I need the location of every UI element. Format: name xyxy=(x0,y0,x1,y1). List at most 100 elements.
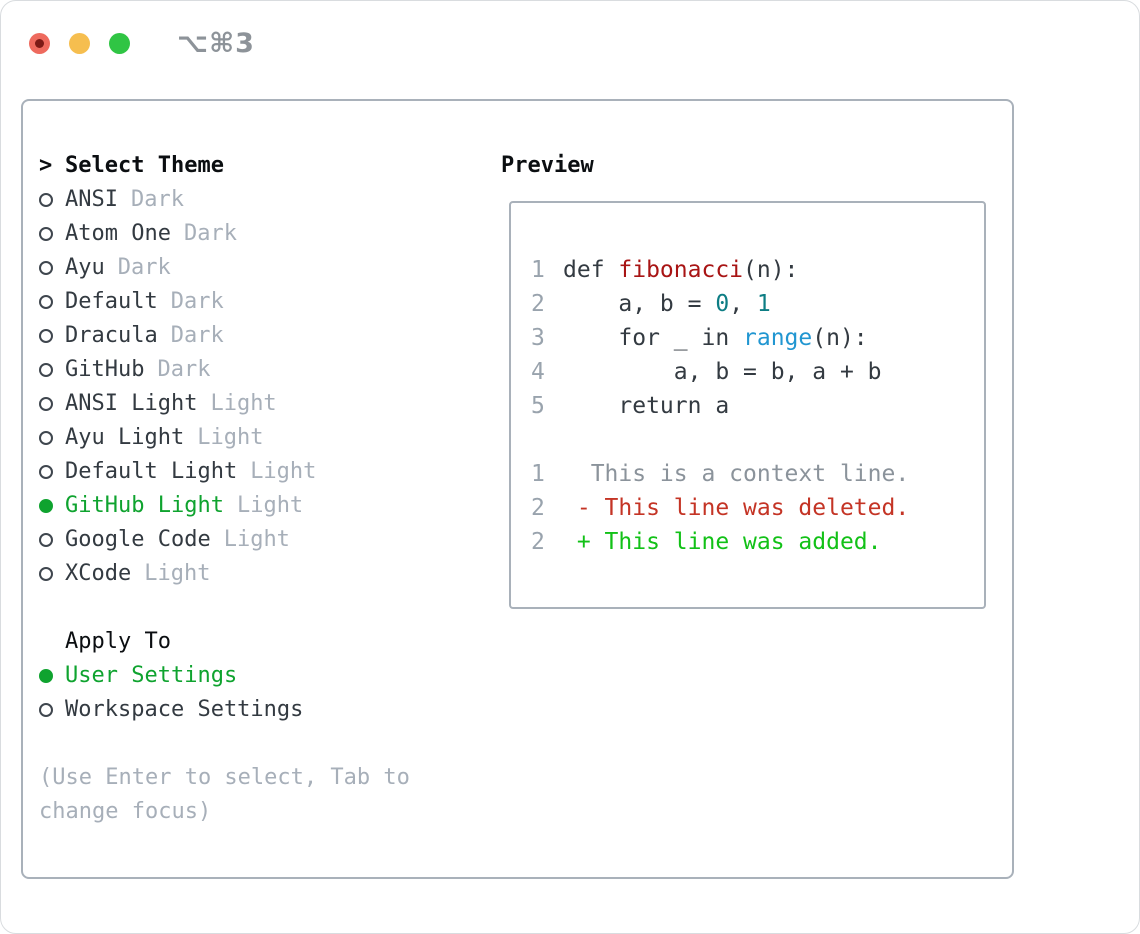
zoom-button[interactable] xyxy=(109,33,130,54)
theme-list-title: Select Theme xyxy=(65,153,224,178)
code-token: def xyxy=(563,257,619,283)
theme-list: > Select Theme ANSI Dark Atom One Dark A… xyxy=(39,149,410,829)
theme-variant: Light xyxy=(250,459,317,484)
theme-name: Dracula xyxy=(65,323,158,348)
keyboard-hint-line2: change focus) xyxy=(39,799,212,824)
theme-list-header: > Select Theme xyxy=(39,149,410,183)
radio-icon xyxy=(39,397,65,411)
theme-option-ansi-dark[interactable]: ANSI Dark xyxy=(39,183,410,217)
code-token: (n): xyxy=(812,325,868,351)
radio-selected-icon xyxy=(39,499,65,513)
minimize-button[interactable] xyxy=(69,33,90,54)
theme-option-github-dark[interactable]: GitHub Dark xyxy=(39,353,410,387)
theme-option-ayu-light[interactable]: Ayu Light Light xyxy=(39,421,410,455)
theme-variant: Dark xyxy=(170,323,224,348)
apply-option-workspace-settings[interactable]: Workspace Settings xyxy=(39,693,410,727)
theme-name: GitHub xyxy=(65,357,145,382)
code-token: , xyxy=(729,291,757,317)
theme-name: GitHub Light xyxy=(65,493,224,518)
line-number: 1 xyxy=(531,461,545,487)
theme-option-dracula-dark[interactable]: Dracula Dark xyxy=(39,319,410,353)
theme-option-ansi-light[interactable]: ANSI Light Light xyxy=(39,387,410,421)
theme-option-github-light[interactable]: GitHub Light Light xyxy=(39,489,410,523)
radio-icon xyxy=(39,363,65,377)
spacer xyxy=(39,591,410,625)
diff-text: + This line was added. xyxy=(563,529,882,555)
theme-name: Ayu Light xyxy=(65,425,185,450)
theme-variant: Dark xyxy=(157,357,211,382)
close-button[interactable] xyxy=(29,33,50,54)
code-token: return a xyxy=(563,393,730,419)
radio-icon xyxy=(39,193,65,207)
line-number: 4 xyxy=(531,359,545,385)
code-token: (n): xyxy=(743,257,799,283)
apply-to-header: Apply To xyxy=(39,625,410,659)
code-token: a, b = xyxy=(563,291,716,317)
code-line: 2 a, b = 0, 1 xyxy=(531,287,984,321)
code-token: a, b = b, a + b xyxy=(563,359,882,385)
theme-variant: Dark xyxy=(130,187,184,212)
code-line: 1 def fibonacci(n): xyxy=(531,253,984,287)
theme-variant: Light xyxy=(144,561,211,586)
apply-option-label: Workspace Settings xyxy=(65,697,304,722)
theme-name: ANSI xyxy=(65,187,118,212)
radio-icon xyxy=(39,465,65,479)
theme-variant: Light xyxy=(197,425,264,450)
theme-variant: Light xyxy=(210,391,277,416)
code-token-number: 1 xyxy=(756,291,771,317)
code-line: 5 return a xyxy=(531,389,984,423)
code-token: for _ in xyxy=(563,325,744,351)
code-token-function: fibonacci xyxy=(618,257,744,283)
spacer xyxy=(531,423,984,457)
line-number: 2 xyxy=(531,291,545,317)
diff-text: - This line was deleted. xyxy=(563,495,910,521)
theme-option-ayu-dark[interactable]: Ayu Dark xyxy=(39,251,410,285)
apply-option-label: User Settings xyxy=(65,663,238,688)
theme-name: Default xyxy=(65,289,158,314)
preview-title: Preview xyxy=(501,153,594,178)
theme-variant: Dark xyxy=(117,255,171,280)
theme-option-default-light[interactable]: Default Light Light xyxy=(39,455,410,489)
radio-icon xyxy=(39,703,65,717)
theme-picker-panel: > Select Theme ANSI Dark Atom One Dark A… xyxy=(21,99,1014,879)
theme-option-xcode-light[interactable]: XCode Light xyxy=(39,557,410,591)
radio-icon xyxy=(39,227,65,241)
apply-option-user-settings[interactable]: User Settings xyxy=(39,659,410,693)
theme-option-google-code-light[interactable]: Google Code Light xyxy=(39,523,410,557)
theme-name: XCode xyxy=(65,561,132,586)
theme-variant: Dark xyxy=(183,221,237,246)
theme-name: ANSI Light xyxy=(65,391,198,416)
theme-option-atom-one-dark[interactable]: Atom One Dark xyxy=(39,217,410,251)
line-number: 1 xyxy=(531,257,545,283)
radio-icon xyxy=(39,431,65,445)
diff-context-line: 1 This is a context line. xyxy=(531,457,984,491)
theme-name: Ayu xyxy=(65,255,105,280)
title-bar: ⌥⌘3 xyxy=(29,28,255,59)
focus-pointer-icon: > xyxy=(39,153,53,178)
radio-icon xyxy=(39,295,65,309)
theme-variant: Light xyxy=(236,493,304,518)
theme-variant: Dark xyxy=(170,289,224,314)
diff-deleted-line: 2 - This line was deleted. xyxy=(531,491,984,525)
keyboard-hint-line1: (Use Enter to select, Tab to xyxy=(39,765,410,790)
line-number: 2 xyxy=(531,529,545,555)
theme-option-default-dark[interactable]: Default Dark xyxy=(39,285,410,319)
theme-variant: Light xyxy=(223,527,290,552)
radio-selected-icon xyxy=(39,669,65,683)
spacer xyxy=(39,727,410,761)
line-number: 2 xyxy=(531,495,545,521)
window-title: ⌥⌘3 xyxy=(177,28,255,59)
line-number: 3 xyxy=(531,325,545,351)
code-token-number: 0 xyxy=(715,291,730,317)
theme-name: Default Light xyxy=(65,459,238,484)
code-line: 3 for _ in range(n): xyxy=(531,321,984,355)
apply-to-title: Apply To xyxy=(65,629,171,654)
radio-icon xyxy=(39,567,65,581)
theme-name: Atom One xyxy=(65,221,171,246)
radio-icon xyxy=(39,261,65,275)
unsaved-dot-icon xyxy=(35,39,44,48)
preview-box: 1 def fibonacci(n): 2 a, b = 0, 1 3 for … xyxy=(509,201,986,609)
diff-text: This is a context line. xyxy=(563,461,910,487)
code-token-builtin: range xyxy=(743,325,813,351)
